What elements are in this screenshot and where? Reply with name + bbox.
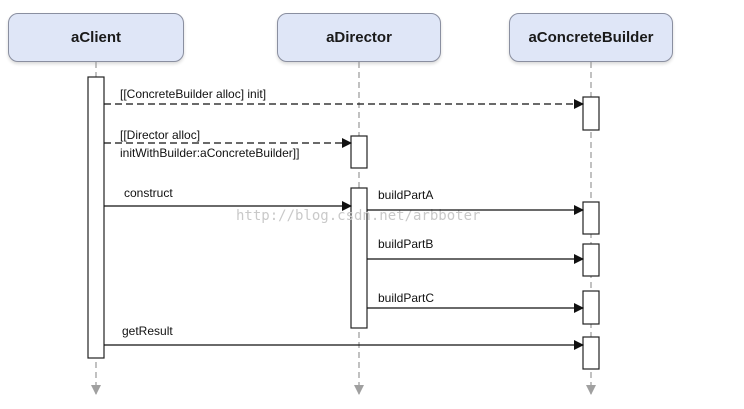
participant-aconcretebuilder: aConcreteBuilder <box>509 13 673 62</box>
message-get-result: getResult <box>104 324 584 350</box>
participant-aclient-label: aClient <box>70 29 121 46</box>
message-create-builder: [[ConcreteBuilder alloc] init] <box>104 87 584 109</box>
message-construct-label: construct <box>124 186 173 200</box>
message-create-director: [[Director alloc] initWithBuilder:aConcr… <box>104 128 352 160</box>
activation-aclient <box>87 76 105 359</box>
message-build-part-b: buildPartB <box>367 237 584 264</box>
message-create-builder-label: [[ConcreteBuilder alloc] init] <box>120 87 266 101</box>
message-build-part-b-label: buildPartB <box>378 237 433 251</box>
watermark: http://blog.csdn.net/arbboter <box>236 208 480 224</box>
participant-adirector-label: aDirector <box>326 29 392 46</box>
message-create-director-label-line2: initWithBuilder:aConcreteBuilder]] <box>120 146 299 160</box>
activation-builder-partA <box>582 201 600 235</box>
message-get-result-label: getResult <box>122 324 173 338</box>
participant-adirector: aDirector <box>277 13 441 62</box>
message-build-part-a: buildPartA <box>367 188 584 215</box>
activation-adirector-construct <box>350 187 368 329</box>
activation-builder-partB <box>582 243 600 277</box>
message-build-part-a-label: buildPartA <box>378 188 433 202</box>
message-build-part-c: buildPartC <box>367 291 584 313</box>
participant-aclient: aClient <box>8 13 184 62</box>
activation-builder-init <box>582 96 600 131</box>
activation-builder-result <box>582 336 600 370</box>
activation-adirector-init <box>350 135 368 169</box>
message-create-director-label-line1: [[Director alloc] <box>120 128 200 142</box>
message-construct: construct <box>104 186 352 211</box>
activation-builder-partC <box>582 290 600 325</box>
message-build-part-c-label: buildPartC <box>378 291 434 305</box>
participant-aconcretebuilder-label: aConcreteBuilder <box>528 29 654 46</box>
